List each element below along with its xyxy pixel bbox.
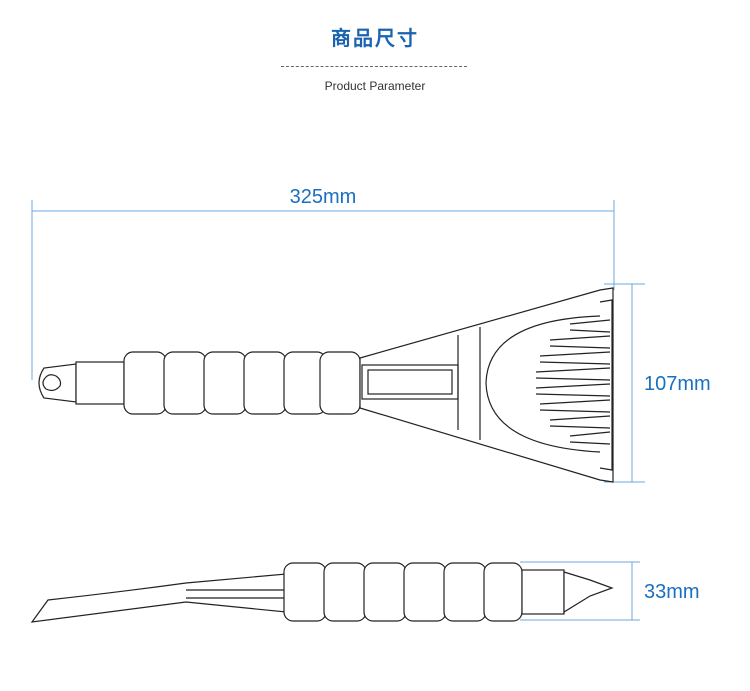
top-view <box>38 287 614 483</box>
width-label: 107mm <box>644 373 711 395</box>
length-label: 325mm <box>290 186 357 208</box>
side-view <box>30 562 614 623</box>
thickness-label: 33mm <box>644 581 700 603</box>
title-divider <box>281 66 467 67</box>
page-subtitle: Product Parameter <box>324 79 426 93</box>
length-dimension <box>31 200 615 380</box>
page-title: 商品尺寸 <box>331 26 419 50</box>
thickness-dimension <box>520 561 640 621</box>
